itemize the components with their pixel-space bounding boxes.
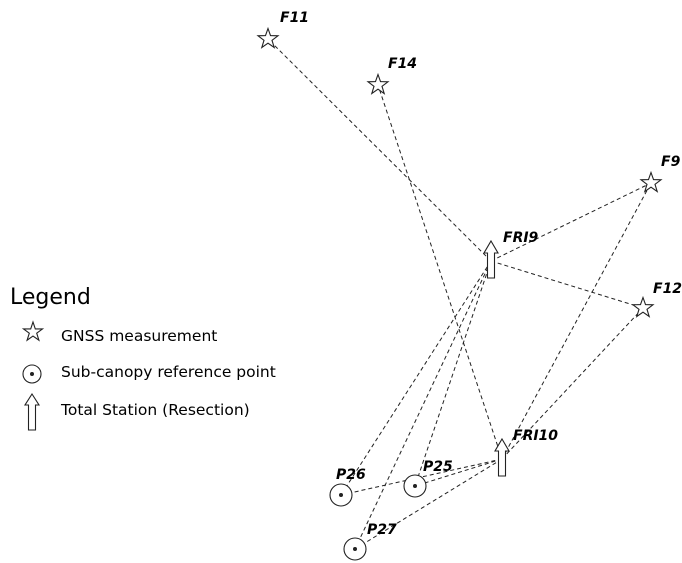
legend-item-reference-point: Sub-canopy reference point (22, 363, 276, 384)
sight-line-fri10-f14 (377, 84, 503, 460)
point-label-p26: P26 (336, 467, 366, 483)
circle-dot-icon-p26 (329, 483, 353, 507)
up-arrow-icon-fri10 (494, 437, 510, 477)
point-label-f9: F9 (661, 154, 681, 170)
point-label-p25: P25 (423, 459, 453, 475)
sight-line-fri9-p27 (354, 260, 492, 550)
legend-label-gnss: GNSS measurement (61, 327, 217, 345)
star-icon-f12 (631, 295, 655, 318)
legend-item-gnss: GNSS measurement (21, 320, 217, 345)
sight-line-fri9-p26 (340, 260, 492, 496)
point-label-f11: F11 (280, 10, 309, 26)
star-icon-f11 (256, 26, 280, 49)
sight-line-fri9-f12 (490, 260, 644, 309)
sight-line-fri10-p25 (414, 458, 503, 487)
up-arrow-icon (23, 392, 41, 431)
point-label-f12: F12 (653, 281, 682, 297)
point-label-fri10: FRI10 (513, 428, 558, 444)
circle-dot-icon-p27 (343, 537, 367, 561)
star-icon (21, 320, 45, 342)
circle-dot-icon (22, 364, 42, 384)
star-icon-f14 (366, 72, 390, 95)
legend-item-total-station: Total Station (Resection) (23, 392, 250, 431)
sight-lines (267, 38, 652, 550)
point-label-p27: P27 (367, 522, 397, 538)
survey-points (256, 26, 663, 561)
up-arrow-icon-fri9 (483, 239, 499, 279)
star-icon-f9 (639, 170, 663, 193)
point-label-f14: F14 (388, 56, 417, 72)
sight-line-fri9-f9 (490, 182, 652, 262)
sight-line-fri9-f11 (267, 38, 492, 262)
legend-title: Legend (10, 285, 91, 310)
legend: Legend GNSS measurement Sub-canopy refer… (10, 285, 276, 431)
legend-label-reference-point: Sub-canopy reference point (61, 363, 276, 381)
sight-line-fri9-p25 (414, 260, 492, 487)
sight-line-fri10-f9 (501, 182, 652, 460)
circle-dot-icon-p25 (403, 474, 427, 498)
sight-line-fri10-p27 (354, 458, 503, 550)
point-label-fri9: FRI9 (503, 230, 539, 246)
legend-label-total-station: Total Station (Resection) (60, 401, 250, 419)
